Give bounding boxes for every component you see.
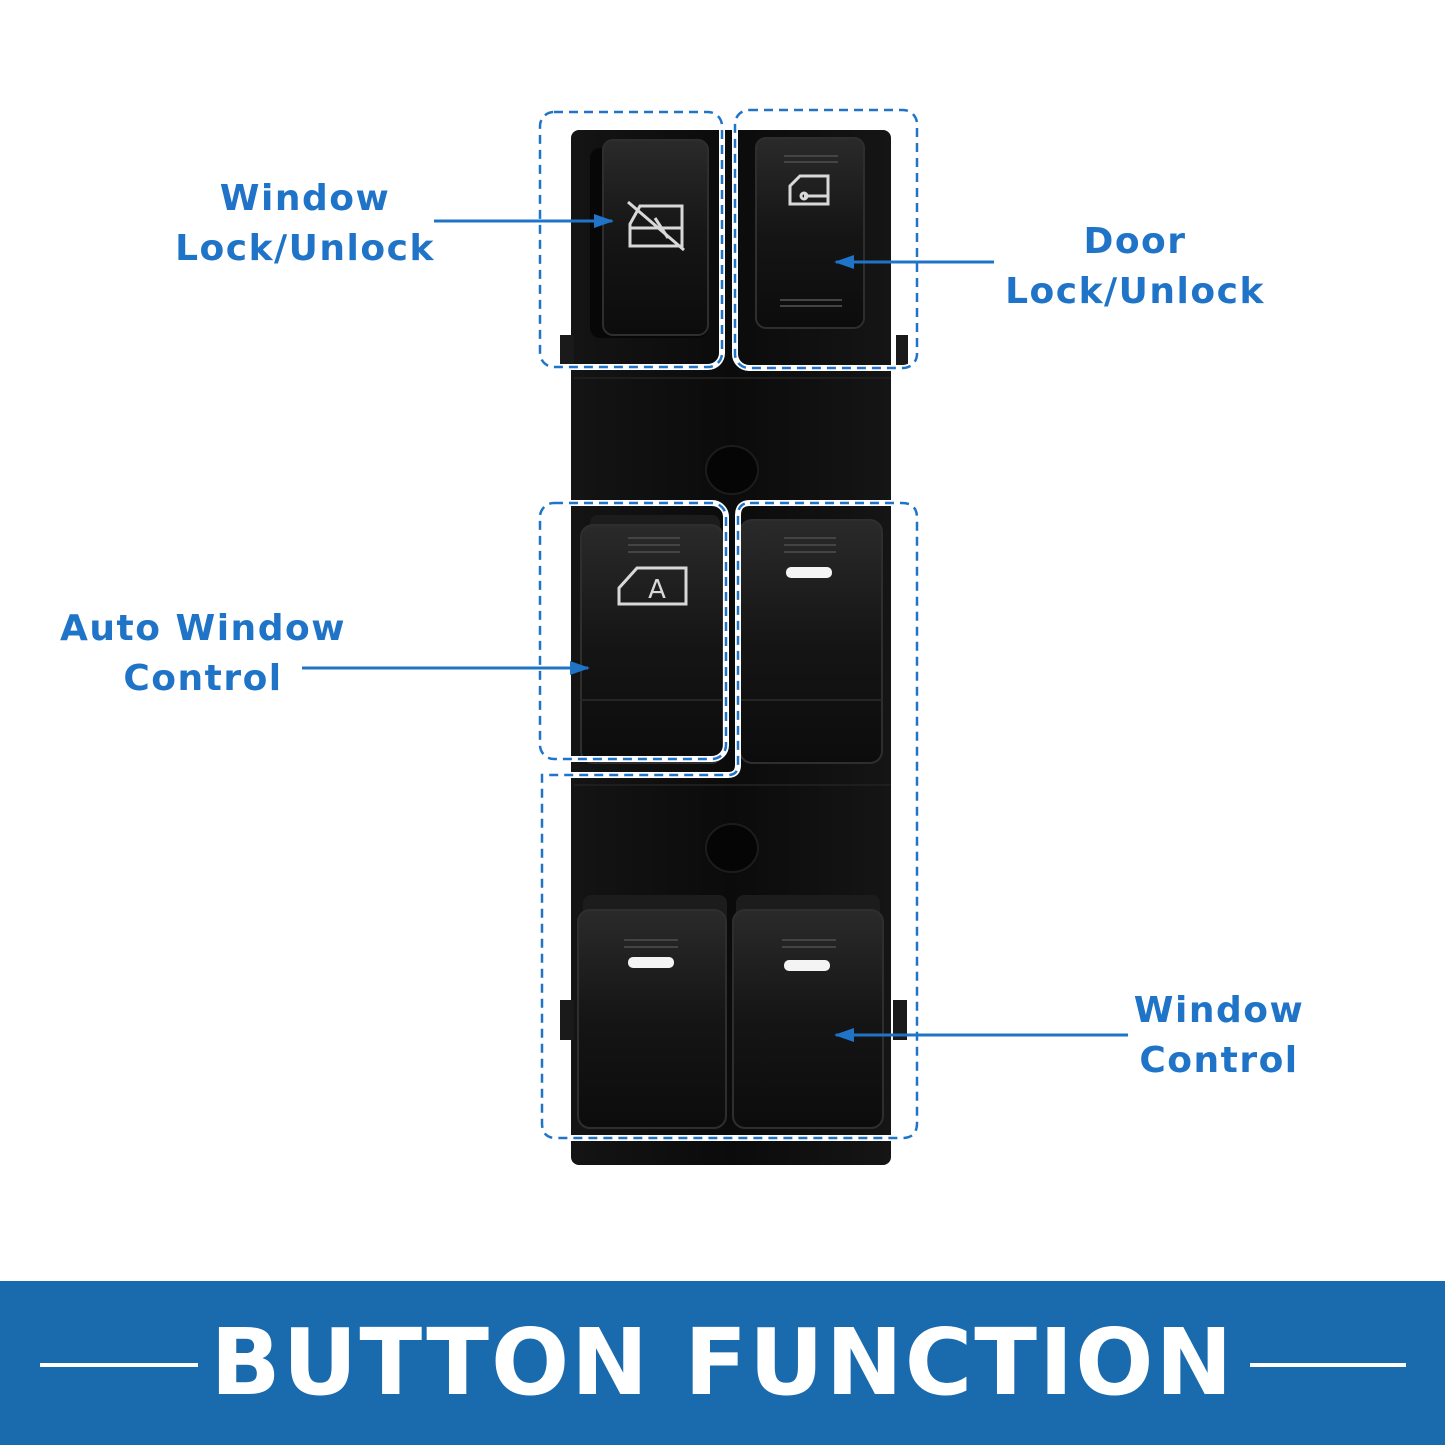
window-button-upper-right[interactable]: [739, 519, 883, 764]
indicator-light-icon: [784, 960, 830, 971]
highlight-regions-dashed: [538, 108, 919, 1140]
callout-arrows: [302, 214, 1128, 1042]
label-window-control: Window Control: [1133, 990, 1305, 1081]
banner-rule-left: [40, 1363, 198, 1367]
label-window-lock: Window Lock/Unlock: [175, 178, 435, 269]
label-door-lock: Door Lock/Unlock: [1005, 221, 1265, 312]
switch-illustration: A: [302, 107, 1128, 1165]
window-lock-icon: [627, 200, 685, 252]
door-lock-button[interactable]: [755, 137, 865, 329]
window-button-lower-right[interactable]: [732, 895, 884, 1129]
auto-window-button[interactable]: A: [580, 515, 724, 764]
window-button-lower-left[interactable]: [577, 895, 727, 1129]
footer-banner: BUTTON FUNCTION: [0, 1281, 1445, 1445]
auto-letter: A: [648, 575, 666, 605]
indicator-light-icon: [786, 567, 832, 578]
window-lock-button[interactable]: [590, 139, 709, 338]
door-lock-icon: [788, 174, 830, 206]
label-auto-window: Auto Window Control: [60, 608, 346, 699]
banner-title: BUTTON FUNCTION: [210, 1309, 1235, 1416]
mounting-hole-upper: [705, 445, 759, 495]
banner-rule-right: [1250, 1363, 1406, 1367]
mounting-hole-lower: [705, 823, 759, 873]
auto-window-icon: A: [617, 566, 688, 606]
indicator-light-icon: [628, 957, 674, 968]
